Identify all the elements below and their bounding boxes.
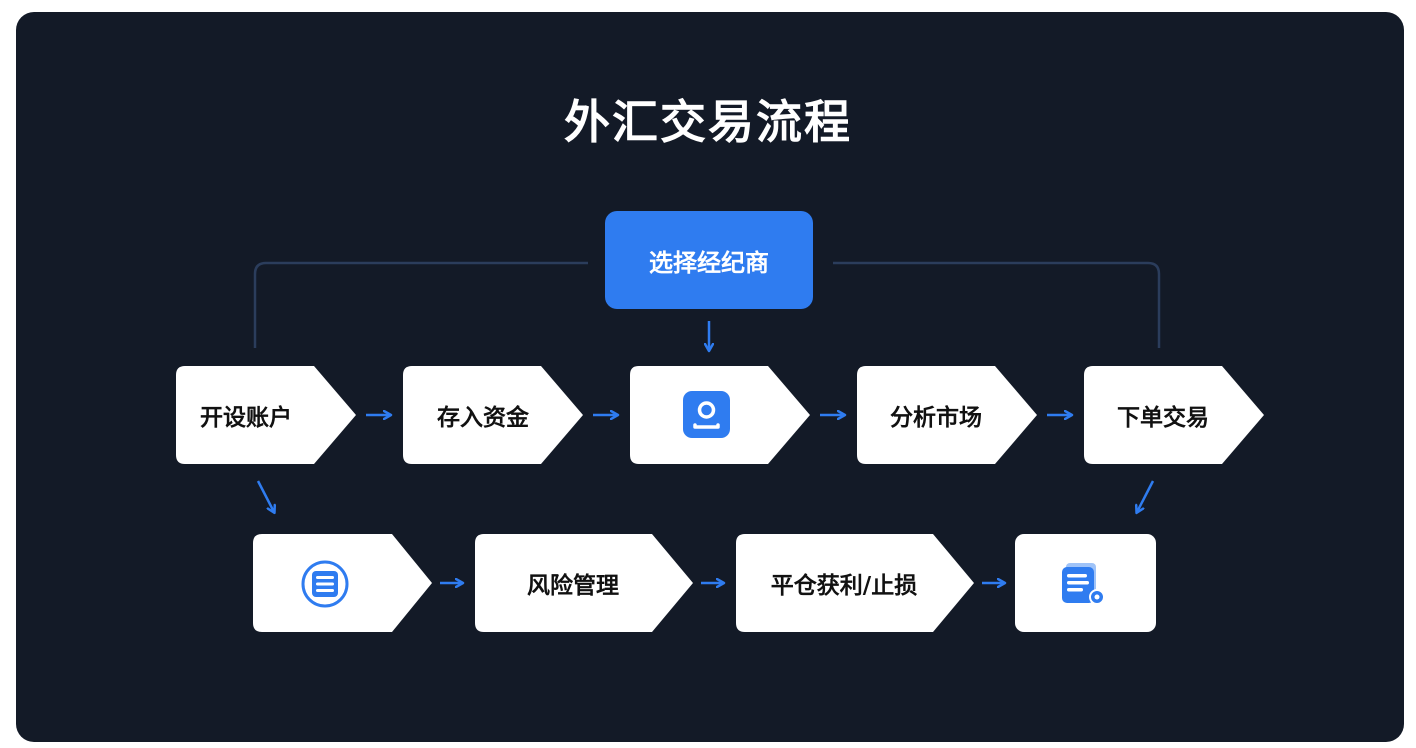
node-risk-management[interactable] [475, 534, 693, 632]
node-close-position-label: 平仓获利/止损 [770, 573, 918, 599]
node-deposit-funds-label: 存入资金 [437, 405, 529, 431]
document-list-icon [301, 560, 349, 608]
report-settings-icon [1062, 563, 1105, 605]
node-choose-broker-label: 选择经纪商 [649, 248, 769, 277]
node-risk-management-text: 风险管理 [475, 534, 671, 632]
arrow-diag-right [1137, 480, 1155, 512]
node-place-order-label: 下单交易 [1117, 405, 1209, 431]
node-open-account-label: 开设账户 [200, 405, 292, 431]
arrow-diag-left [256, 480, 274, 512]
page-title: 外汇交易流程 [564, 95, 852, 149]
node-deposit-funds[interactable] [403, 366, 583, 464]
node-analyze-market[interactable] [857, 366, 1037, 464]
bracket-line-right [833, 261, 1161, 348]
node-analyze-market-text: 分析市场 [857, 366, 1015, 464]
node-risk-management-label: 风险管理 [527, 573, 619, 599]
node-close-position-text: 平仓获利/止损 [736, 534, 952, 632]
user-badge-icon [683, 391, 730, 438]
node-open-account-text: 开设账户 [176, 366, 316, 464]
node-choose-broker[interactable]: 选择经纪商 [605, 211, 813, 309]
bracket-line-left [253, 261, 588, 348]
node-deposit-funds-text: 存入资金 [403, 366, 563, 464]
node-trading-plan[interactable] [253, 534, 432, 632]
node-place-order[interactable] [1084, 366, 1264, 464]
node-close-position[interactable] [736, 534, 974, 632]
node-analyze-market-label: 分析市场 [890, 405, 982, 431]
node-open-account[interactable] [176, 366, 356, 464]
node-place-order-text: 下单交易 [1084, 366, 1242, 464]
